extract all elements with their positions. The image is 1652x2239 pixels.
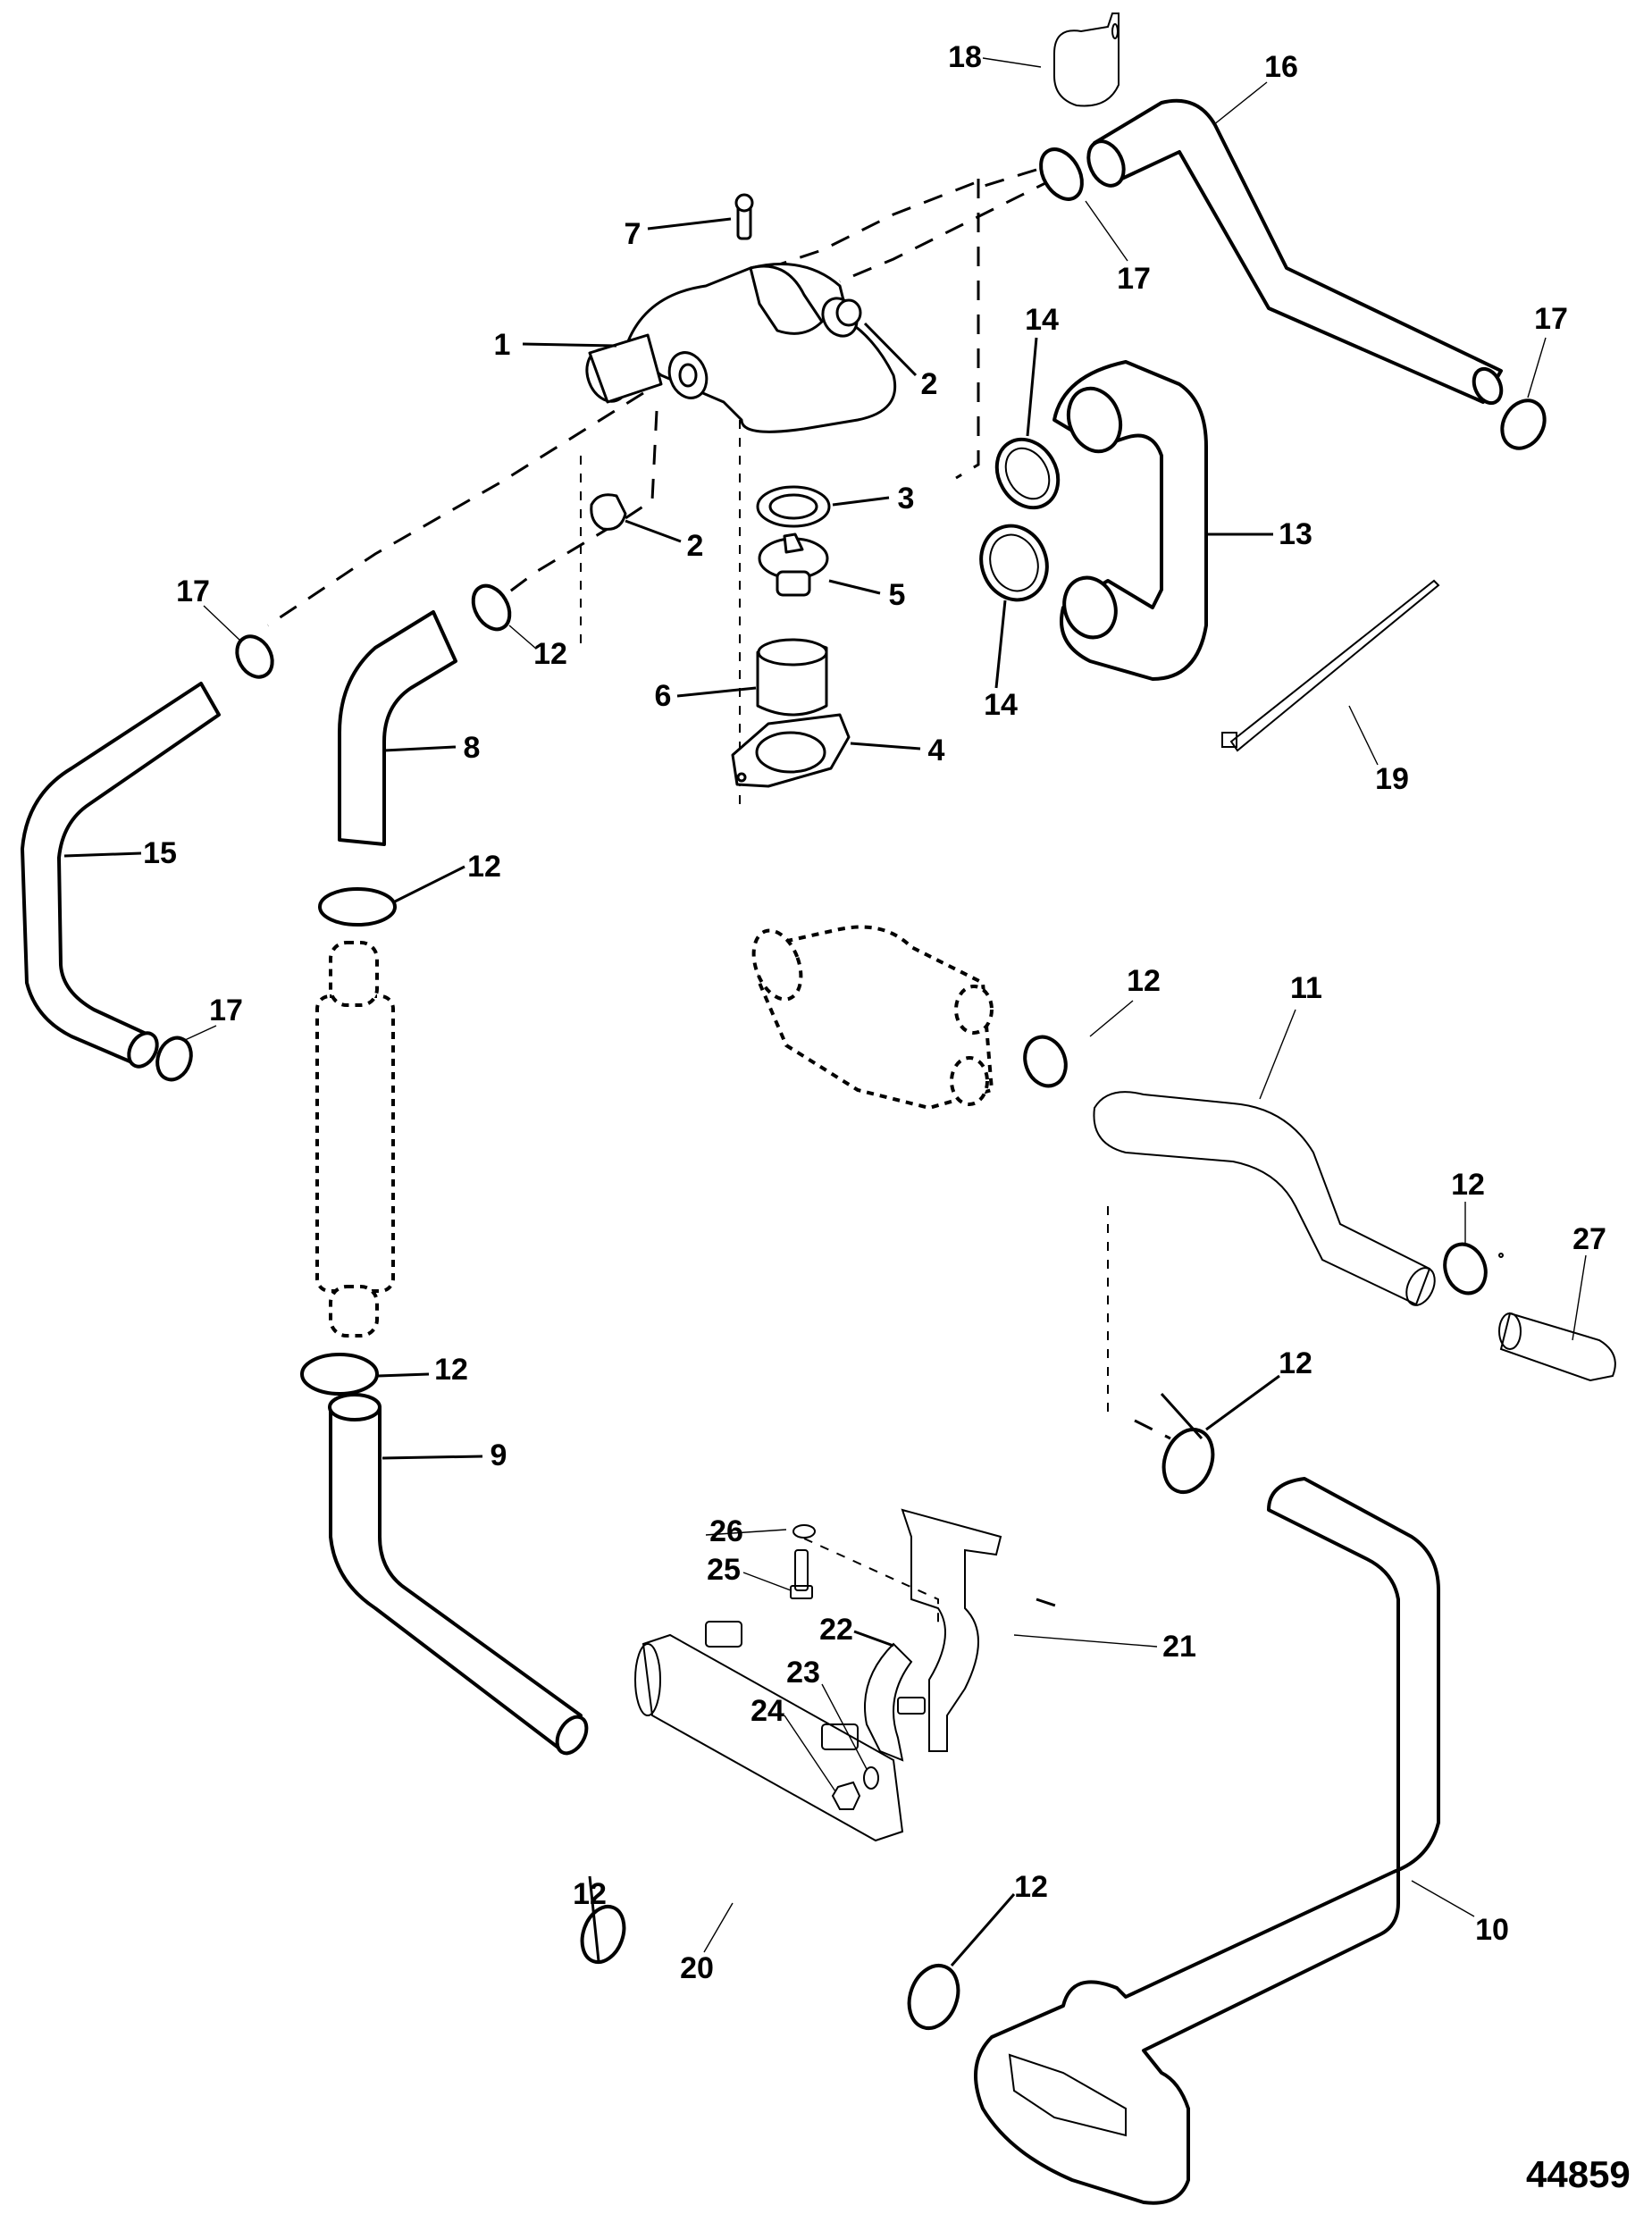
- hose-clamp-part-12-f: [1023, 1035, 1068, 1088]
- sleeve-part-6: [756, 638, 828, 717]
- bracket-part-21: [897, 1508, 1002, 1752]
- callout-17-right: 17: [1534, 302, 1568, 336]
- hose-clamp-part-12-e: [907, 1964, 960, 2030]
- callout-15: 15: [143, 836, 177, 870]
- strap-part-22: [864, 1642, 913, 1762]
- tie-strap-part-19: [1221, 579, 1440, 752]
- callout-23: 23: [786, 1656, 820, 1690]
- callout-13: 13: [1279, 517, 1312, 551]
- hose-clamp-part-12-i: [1498, 1253, 1504, 1258]
- callout-12-c: 12: [434, 1353, 468, 1387]
- callout-26: 26: [709, 1514, 743, 1548]
- callout-17-left-top: 17: [176, 574, 210, 608]
- figure-id-number: 44859: [1526, 2153, 1631, 2195]
- hose-clip-part-18: [1053, 13, 1120, 107]
- hose-part-10: [974, 1477, 1440, 2205]
- callout-2-upper: 2: [920, 367, 938, 401]
- callout-7: 7: [624, 217, 642, 251]
- hose-part-15: [21, 682, 221, 1069]
- thermostat-part-5: [758, 532, 829, 597]
- hose-part-8: [338, 610, 457, 846]
- callout-27: 27: [1572, 1222, 1606, 1256]
- seal-ring-part-3: [756, 485, 831, 528]
- callout-25: 25: [707, 1553, 741, 1587]
- callout-11: 11: [1290, 971, 1322, 1005]
- callout-4: 4: [927, 734, 945, 767]
- bolt-part-7: [734, 193, 754, 240]
- screw-part-25: [790, 1549, 813, 1599]
- reference-cooler: [315, 941, 395, 1338]
- callout-22: 22: [819, 1613, 853, 1647]
- cooler-part-20: [634, 1621, 904, 1842]
- hose-part-9: [328, 1393, 589, 1756]
- lockwasher-part-26: [792, 1524, 816, 1539]
- hose-clamp-part-17-left-top: [235, 634, 274, 679]
- callout-2-lower: 2: [686, 529, 704, 563]
- callout-12-a: 12: [533, 637, 567, 671]
- hose-clamp-part-12-b: [318, 887, 397, 927]
- callout-24: 24: [751, 1694, 784, 1728]
- hose-clamp-part-12-g: [1443, 1242, 1488, 1296]
- callout-6: 6: [654, 679, 672, 713]
- gasket-part-4: [731, 713, 851, 788]
- hose-clamp-part-14-bottom: [979, 524, 1049, 602]
- callout-14-lower: 14: [984, 688, 1018, 722]
- hose-part-16: [1086, 98, 1504, 406]
- callout-9: 9: [490, 1438, 507, 1472]
- hose-part-13: [1052, 360, 1208, 681]
- hose-clamp-part-12-d: [580, 1905, 626, 1964]
- hose-clamp-part-14-top: [994, 437, 1061, 510]
- callout-3: 3: [897, 482, 915, 516]
- callout-19: 19: [1375, 762, 1409, 796]
- callout-8: 8: [463, 731, 481, 765]
- callout-17-top: 17: [1117, 262, 1151, 296]
- callout-17-left-bottom: 17: [209, 994, 243, 1027]
- thermostat-housing-part-1: [585, 263, 897, 433]
- nut-part-24: [831, 1781, 861, 1810]
- reference-water-pump: [751, 925, 994, 1111]
- callout-1: 1: [493, 328, 511, 362]
- callout-14-upper: 14: [1025, 303, 1059, 337]
- plug-part-2-upper: [835, 298, 862, 327]
- washer-part-23: [863, 1766, 879, 1790]
- hose-part-11: [1093, 1091, 1436, 1306]
- callout-12-e: 12: [1014, 1870, 1048, 1904]
- hose-clamp-part-12-c: [300, 1353, 379, 1396]
- hose-clamp-part-12-a: [471, 583, 512, 632]
- callout-12-h: 12: [1279, 1346, 1312, 1380]
- fitting-part-27: [1498, 1312, 1616, 1382]
- hose-clamp-part-17-left-bottom: [155, 1036, 193, 1082]
- callout-12-b: 12: [467, 850, 501, 884]
- callout-12-f: 12: [1127, 964, 1161, 998]
- hose-clamp-part-17-right: [1500, 398, 1547, 450]
- callout-10: 10: [1475, 1913, 1509, 1947]
- callout-5: 5: [888, 578, 906, 612]
- callout-16: 16: [1264, 50, 1298, 84]
- plug-part-2-lower: [590, 493, 627, 531]
- callout-18: 18: [948, 40, 982, 74]
- leader-lines: [63, 57, 1587, 1966]
- assembly-lines: [267, 168, 1171, 1626]
- callout-21: 21: [1162, 1630, 1196, 1664]
- callout-20: 20: [680, 1951, 714, 1985]
- callout-12-g: 12: [1451, 1168, 1485, 1202]
- hose-clamp-part-17-top: [1039, 147, 1084, 201]
- hose-clamp-part-12-h: [1161, 1428, 1215, 1494]
- callout-12-d: 12: [573, 1877, 607, 1911]
